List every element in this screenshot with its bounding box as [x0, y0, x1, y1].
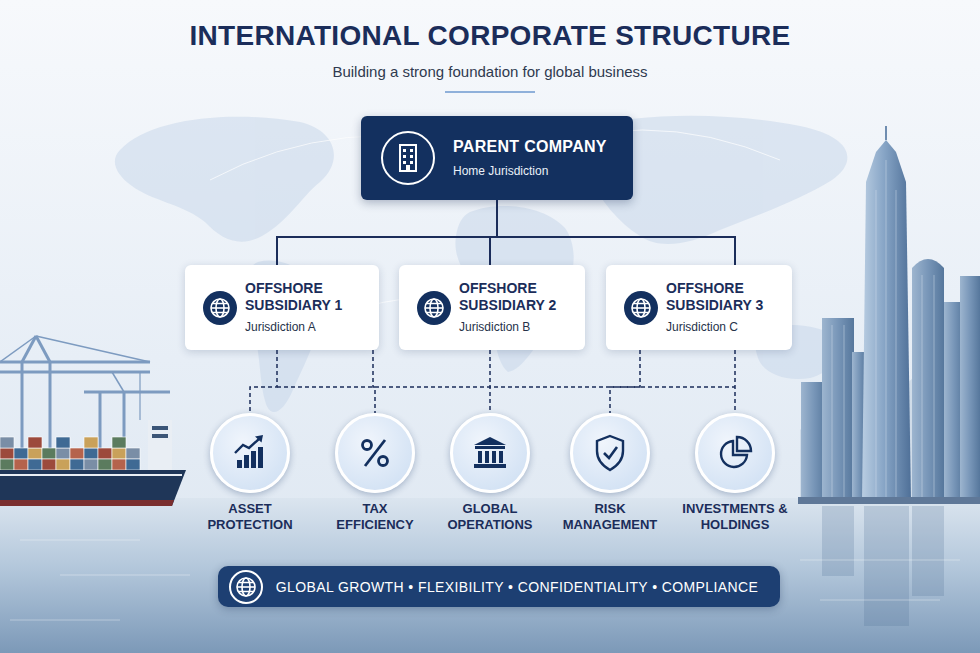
node-heading: PARENT COMPANY	[453, 137, 621, 156]
city-reflection	[822, 506, 944, 626]
container-ship	[0, 420, 186, 506]
bank-icon	[469, 432, 511, 474]
percent-icon	[354, 432, 396, 474]
circle-shape	[210, 413, 290, 493]
connector-line	[490, 200, 497, 265]
node-heading: GLOBAL GROWTH • FLEXIBILITY • CONFIDENTI…	[276, 578, 759, 596]
circle-shape	[695, 413, 775, 493]
benefit-node: TAX EFFICIENCY	[329, 413, 421, 533]
benefit-label: TAX EFFICIENCY	[329, 501, 421, 533]
globe-icon	[202, 290, 238, 326]
circle-shape	[335, 413, 415, 493]
benefit-label: RISK MANAGEMENT	[552, 501, 668, 533]
dashed-connector	[250, 350, 277, 413]
water-ripples	[10, 540, 960, 620]
text-column: GLOBAL GROWTH • FLEXIBILITY • CONFIDENTI…	[276, 578, 759, 596]
globe-icon	[228, 569, 264, 605]
benefit-label: ASSET PROTECTION	[192, 501, 308, 533]
building-icon	[380, 130, 436, 186]
dashed-connector	[734, 350, 736, 413]
growth-chart-icon	[229, 432, 271, 474]
dashed-bus-line	[277, 386, 735, 388]
title-underline	[445, 91, 535, 93]
text-column: OFFSHORE SUBSIDIARY 2 Jurisdiction B	[459, 280, 577, 335]
dashed-connector	[373, 350, 375, 413]
world-map	[115, 116, 847, 412]
benefit-node: RISK MANAGEMENT	[552, 413, 668, 533]
diagram-title: INTERNATIONAL CORPORATE STRUCTURE	[0, 19, 980, 53]
globe-icon	[416, 290, 452, 326]
text-column: PARENT COMPANY Home Jurisdiction	[453, 137, 621, 179]
node-subtext: Jurisdiction A	[245, 320, 371, 335]
connector-line	[497, 200, 735, 265]
globe-icon	[623, 290, 659, 326]
benefit-node: GLOBAL OPERATIONS	[432, 413, 548, 533]
benefit-node: INVESTMENTS & HOLDINGS	[675, 413, 795, 533]
city-skyline	[801, 126, 980, 502]
node-subtext: Home Jurisdiction	[453, 164, 621, 179]
parent-company-box: PARENT COMPANY Home Jurisdiction	[361, 116, 633, 200]
shield-icon	[589, 432, 631, 474]
water	[0, 498, 980, 653]
benefit-label: GLOBAL OPERATIONS	[432, 501, 548, 533]
node-heading: OFFSHORE SUBSIDIARY 3	[666, 280, 784, 314]
circle-shape	[570, 413, 650, 493]
subsidiary-box: OFFSHORE SUBSIDIARY 1 Jurisdiction A	[185, 265, 379, 350]
benefit-label: INVESTMENTS & HOLDINGS	[675, 501, 795, 533]
node-heading: OFFSHORE SUBSIDIARY 1	[245, 280, 371, 314]
text-column: OFFSHORE SUBSIDIARY 1 Jurisdiction A	[245, 280, 371, 335]
circle-shape	[450, 413, 530, 493]
connector-line	[277, 200, 497, 265]
shoreline	[798, 497, 980, 504]
pie-chart-icon	[714, 432, 756, 474]
subsidiary-box: OFFSHORE SUBSIDIARY 2 Jurisdiction B	[399, 265, 585, 350]
values-banner: GLOBAL GROWTH • FLEXIBILITY • CONFIDENTI…	[218, 566, 781, 607]
dashed-connector	[489, 350, 491, 413]
benefit-node: ASSET PROTECTION	[192, 413, 308, 533]
node-subtext: Jurisdiction C	[666, 320, 784, 335]
port-cranes	[0, 336, 170, 470]
diagram-subtitle: Building a strong foundation for global …	[0, 62, 980, 81]
text-column: OFFSHORE SUBSIDIARY 3 Jurisdiction C	[666, 280, 784, 335]
node-heading: OFFSHORE SUBSIDIARY 2	[459, 280, 577, 314]
subsidiary-box: OFFSHORE SUBSIDIARY 3 Jurisdiction C	[606, 265, 792, 350]
dashed-connector	[610, 350, 640, 413]
node-subtext: Jurisdiction B	[459, 320, 577, 335]
